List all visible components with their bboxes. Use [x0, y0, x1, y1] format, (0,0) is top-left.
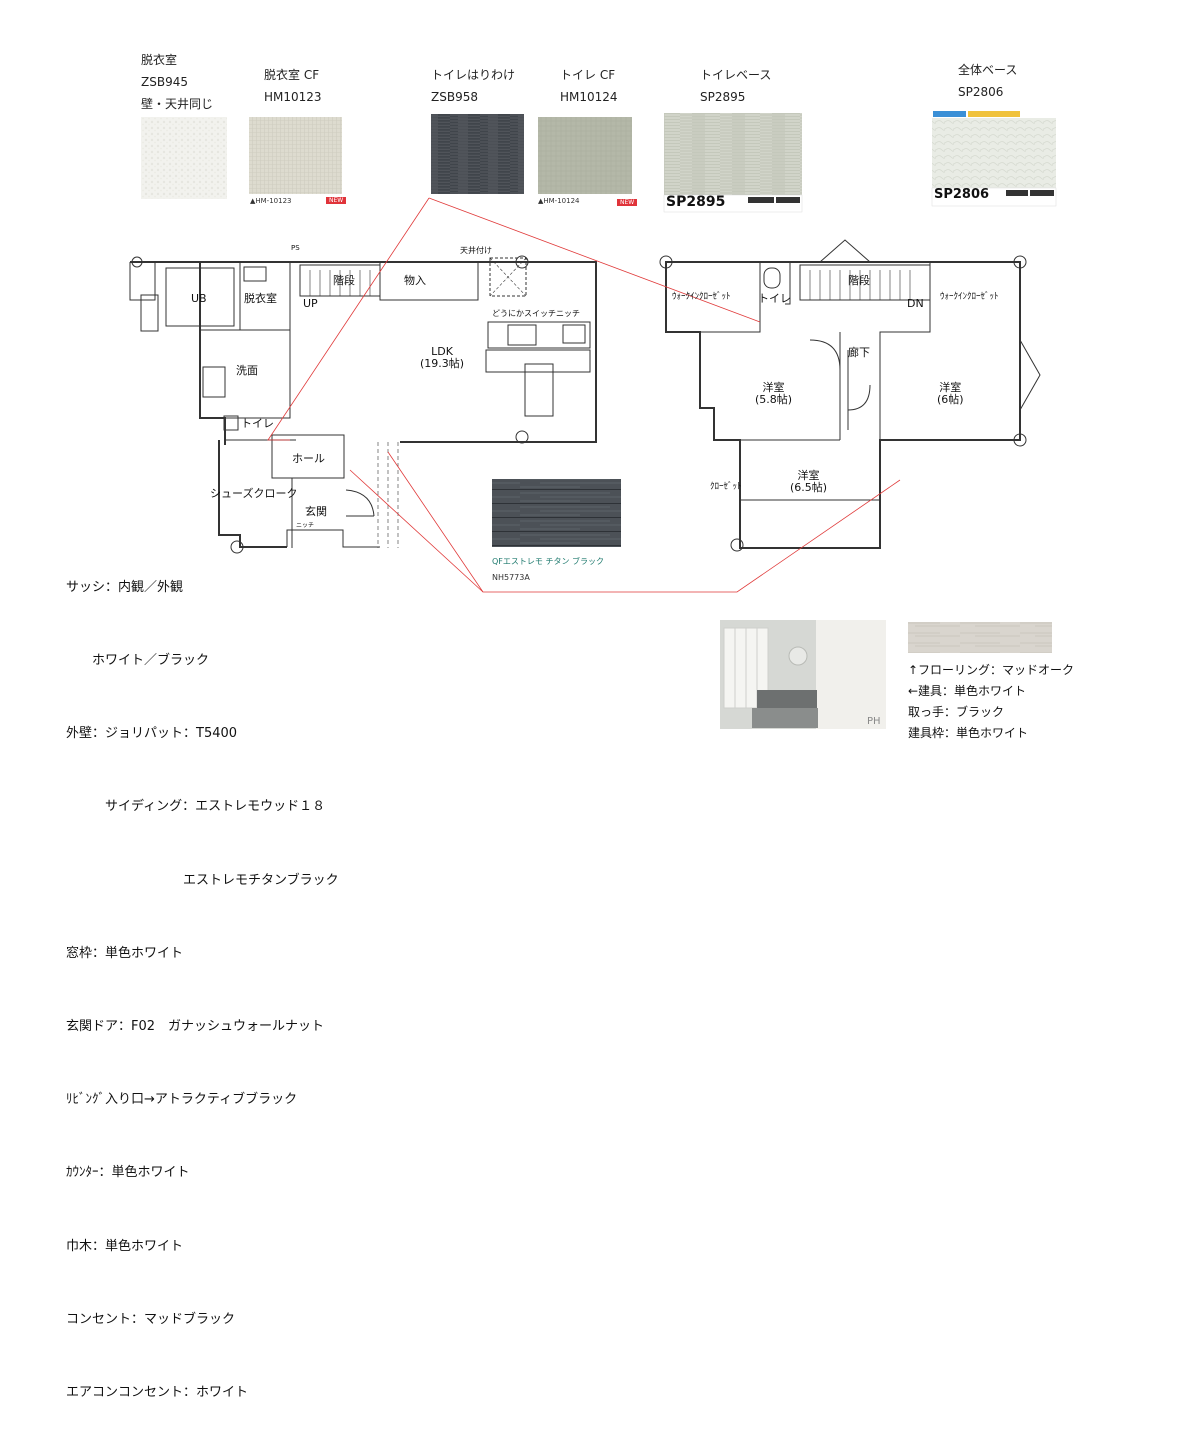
room-label-genkan: 玄関	[305, 505, 327, 518]
floorplan-2f-walls	[659, 239, 1041, 552]
legend-item: 取っ手：ブラック	[908, 705, 1005, 719]
room-label-ub: UB	[191, 292, 207, 305]
room-label-dn: DN	[907, 297, 924, 310]
room-label-wic-left: ｳｫｰｸｲﾝｸﾛｰｾﾞｯﾄ	[672, 292, 731, 302]
room-label-senmen: 洗面	[236, 364, 258, 377]
floorplan-1f-walls	[129, 255, 597, 554]
swatch-datsuishitsu	[141, 117, 227, 199]
room-label-niche: ニッチ	[296, 522, 315, 529]
room-label-switch: どうにかスイッチニッチ	[492, 309, 580, 318]
legend-item: 建具枠：単色ホワイト	[908, 726, 1029, 740]
room-photo	[720, 620, 886, 729]
room-label-shunyu: 物入	[404, 274, 426, 287]
interior-legend: ↑フローリング：マッドオーク ←建具：単色ホワイト 取っ手：ブラック 建具枠：単…	[908, 660, 1074, 744]
spec-item: ｶｳﾝﾀｰ：単色ホワイト	[66, 1165, 190, 1181]
swatch-images	[141, 111, 1057, 729]
swatch-title-toilet-base: トイレベース SP2895	[700, 68, 772, 104]
swatch-code-sp2806: SP2806	[934, 187, 990, 202]
spec-item: エアコンコンセント：ホワイト	[66, 1385, 249, 1401]
swatch-title-datsuishitsu: 脱衣室 ZSB945 壁・天井同じ	[141, 53, 214, 111]
swatch-title-toilet-hariwake: トイレはりわけ ZSB958	[431, 68, 516, 104]
room-label-kaidan-1f: 階段	[333, 274, 355, 287]
spec-item: 外壁：ジョリパット：T5400	[66, 726, 238, 742]
room-label-rouka: 廊下	[848, 346, 870, 359]
spec-item: コンセント：マッドブラック	[66, 1311, 236, 1327]
spec-item: 巾木：単色ホワイト	[66, 1238, 184, 1254]
room-label-shoes: シューズクローク	[210, 487, 298, 500]
flooring-sample-image	[908, 622, 1052, 653]
spec-item: 窓枠：単色ホワイト	[66, 945, 184, 961]
spec-item: 玄関ドア：F02 ガナッシュウォールナット	[66, 1019, 325, 1035]
swatch-title-datsuishitsu-cf: 脱衣室 CF HM10123	[264, 68, 322, 104]
room-label-wic-right: ｳｫｰｸｲﾝｸﾛｰｾﾞｯﾄ	[940, 292, 999, 302]
spec-item: ホワイト／ブラック	[66, 653, 210, 669]
swatch-title-toilet-cf: トイレ CF HM10124	[560, 68, 618, 104]
swatch-datsuishitsu-cf	[249, 117, 342, 194]
exterior-sample-code: NH5773A	[492, 573, 530, 582]
room-label-ps: PS	[291, 244, 300, 252]
room-label-toilet-2f: トイレ	[758, 292, 791, 305]
swatch-zentai-base	[932, 118, 1056, 188]
floor-plans	[129, 197, 1041, 593]
swatch-toilet-cf	[538, 117, 632, 194]
room-label-up: UP	[303, 297, 318, 310]
legend-item: ←建具：単色ホワイト	[908, 684, 1027, 698]
room-label-hall: ホール	[292, 452, 325, 465]
new-badge: NEW	[617, 199, 638, 206]
exterior-sample-image	[492, 479, 621, 547]
room-label-closet: ｸﾛｰｾﾞｯﾄ	[710, 482, 742, 492]
legend-item: ↑フローリング：マッドオーク	[908, 663, 1075, 677]
room-label-yoshitsu-2: 洋室 (6帖)	[937, 381, 964, 406]
room-label-yoshitsu-1: 洋室 (5.8帖)	[755, 381, 793, 406]
new-badge: NEW	[326, 197, 347, 204]
swatch-title-zentai-base: 全体ベース SP2806	[958, 63, 1018, 99]
room-label-ldk: LDK (19.3帖)	[420, 345, 465, 370]
spec-item: サッシ：内観／外観	[66, 579, 184, 595]
room-label-toilet-1f: トイレ	[241, 417, 274, 430]
callout-lines	[267, 197, 901, 593]
exterior-sample-caption: QFエストレモ チタン ブラック	[492, 557, 604, 566]
spec-item: エストレモチタンブラック	[66, 872, 339, 888]
swatch-toilet-base	[664, 113, 802, 195]
room-photo-label: PH	[867, 716, 881, 727]
room-label-datsuishitsu: 脱衣室	[244, 292, 277, 305]
room-label-yoshitsu-3: 洋室 (6.5帖)	[790, 469, 828, 494]
room-label-kaidan-2f: 階段	[848, 274, 870, 287]
swatch-caption-hm10123: ▲HM-10123	[250, 197, 292, 205]
spec-item: サイディング：エストレモウッド１８	[66, 799, 326, 815]
swatch-toilet-hariwake	[431, 114, 524, 194]
swatch-code-sp2895: SP2895	[666, 194, 726, 210]
spec-item: ﾘﾋﾞﾝｸﾞ入り口→アトラクティブブラック	[66, 1092, 298, 1108]
spec-list: サッシ：内観／外観 ホワイト／ブラック 外壁：ジョリパット：T5400 サイディ…	[66, 527, 339, 1430]
room-label-tenjo: 天井付け	[460, 246, 492, 255]
swatch-caption-hm10124: ▲HM-10124	[538, 197, 580, 205]
